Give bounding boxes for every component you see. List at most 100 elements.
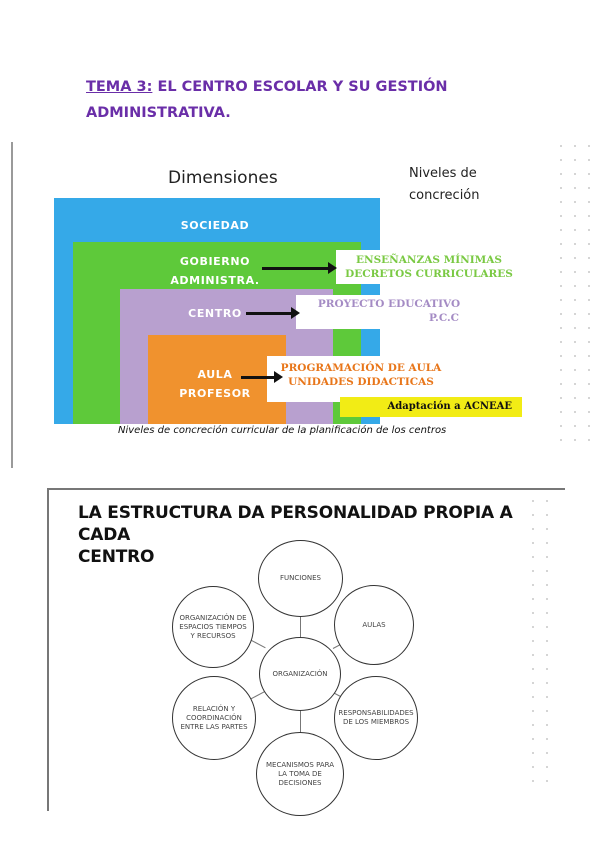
decorative-dot xyxy=(546,780,548,782)
decorative-dot xyxy=(574,355,576,357)
title-text: EL CENTRO ESCOLAR Y SU GESTIÓN xyxy=(152,79,448,95)
decorative-dot xyxy=(574,243,576,245)
decorative-dot xyxy=(560,369,562,371)
decorative-dot xyxy=(588,411,590,413)
decorative-dot xyxy=(546,640,548,642)
decorative-dot xyxy=(532,710,534,712)
node-funciones: FUNCIONES xyxy=(258,540,343,617)
decorative-dot xyxy=(560,229,562,231)
decorative-dot xyxy=(546,654,548,656)
level-ensenanzas-box: ENSEÑANZAS MÍNIMAS DECRETOS CURRICULARES xyxy=(336,250,522,284)
node-aulas: AULAS xyxy=(334,585,414,665)
decorative-dot xyxy=(588,355,590,357)
acneae-adaptation-label: Adaptación a ACNEAE xyxy=(340,397,522,417)
decorative-dot xyxy=(532,528,534,530)
decorative-dot xyxy=(574,369,576,371)
decorative-dot xyxy=(532,696,534,698)
decorative-dot xyxy=(532,626,534,628)
decorative-dot xyxy=(560,411,562,413)
decorative-dot xyxy=(588,173,590,175)
slide2-title: LA ESTRUCTURA DA PERSONALIDAD PROPIA A C… xyxy=(78,502,558,568)
decorative-dot xyxy=(560,257,562,259)
slide-edge xyxy=(11,142,13,468)
slide2-title-line1: LA ESTRUCTURA DA PERSONALIDAD PROPIA A C… xyxy=(78,503,513,545)
decorative-dot xyxy=(532,584,534,586)
dimension-centro-label: CENTRO xyxy=(188,307,242,320)
dimension-aula-line2: PROFESOR xyxy=(179,387,251,400)
decorative-dot xyxy=(574,257,576,259)
decorative-dot xyxy=(560,187,562,189)
decorative-dot xyxy=(574,159,576,161)
decorative-dot xyxy=(574,383,576,385)
decorative-dot xyxy=(588,425,590,427)
decorative-dot xyxy=(588,229,590,231)
node-relacion: RELACIÓN Y COORDINACIÓN ENTRE LAS PARTES xyxy=(172,676,256,760)
decorative-dot xyxy=(588,397,590,399)
decorative-dot xyxy=(574,439,576,441)
levels-heading: Niveles de concreción xyxy=(409,163,499,207)
decorative-dot xyxy=(588,341,590,343)
decorative-dot xyxy=(532,500,534,502)
decorative-dot xyxy=(546,556,548,558)
level-proyecto-line2: P.C.C xyxy=(429,312,459,324)
decorative-dot xyxy=(588,327,590,329)
decorative-dot xyxy=(560,299,562,301)
decorative-dot xyxy=(588,369,590,371)
decorative-dot xyxy=(546,668,548,670)
decorative-dot xyxy=(546,710,548,712)
dimension-aula-line1: AULA xyxy=(197,368,233,381)
decorative-dot xyxy=(532,724,534,726)
decorative-dot xyxy=(574,425,576,427)
decorative-dot xyxy=(532,570,534,572)
levels-heading-line2: concreción xyxy=(409,188,480,203)
decorative-dot xyxy=(588,257,590,259)
decorative-dot xyxy=(574,187,576,189)
decorative-dot xyxy=(574,313,576,315)
decorative-dot xyxy=(532,598,534,600)
decorative-dot xyxy=(532,766,534,768)
level-ensenanzas-line2: DECRETOS CURRICULARES xyxy=(345,268,513,280)
levels-heading-line1: Niveles de xyxy=(409,166,477,181)
dimension-gobierno-label: GOBIERNO ADMINISTRA. xyxy=(160,252,270,290)
decorative-dot xyxy=(532,542,534,544)
level-proyecto-line1: PROYECTO EDUCATIVO xyxy=(317,298,461,310)
decorative-dot xyxy=(588,159,590,161)
decorative-dot xyxy=(532,780,534,782)
decorative-dot xyxy=(574,327,576,329)
decorative-dot xyxy=(574,271,576,273)
level-proyecto-box: PROYECTO EDUCATIVO P.C.C xyxy=(296,295,482,329)
decorative-dot xyxy=(546,612,548,614)
decorative-dot xyxy=(546,752,548,754)
connector-line xyxy=(300,709,301,736)
decorative-dot xyxy=(588,299,590,301)
connector-line xyxy=(300,615,301,639)
decorative-dot xyxy=(574,341,576,343)
decorative-dot xyxy=(588,145,590,147)
node-mecanismos: MECANISMOS PARA LA TOMA DE DECISIONES xyxy=(256,732,344,816)
decorative-dot xyxy=(574,411,576,413)
decorative-dot xyxy=(532,514,534,516)
decorative-dot xyxy=(560,145,562,147)
decorative-dot xyxy=(588,215,590,217)
decorative-dot xyxy=(532,612,534,614)
dimension-gobierno-line2: ADMINISTRA. xyxy=(170,274,260,287)
decorative-dot xyxy=(546,724,548,726)
decorative-dot xyxy=(588,313,590,315)
decorative-dot xyxy=(532,682,534,684)
decorative-dot xyxy=(546,514,548,516)
decorative-dot xyxy=(588,383,590,385)
node-organizacion-espacios: ORGANIZACIÓN DE ESPACIOS TIEMPOS Y RECUR… xyxy=(172,586,254,668)
arrow-right-icon xyxy=(241,371,283,383)
decorative-dot xyxy=(588,285,590,287)
decorative-dot xyxy=(560,285,562,287)
decorative-dot xyxy=(532,654,534,656)
decorative-dot xyxy=(574,299,576,301)
decorative-dot xyxy=(560,425,562,427)
dimension-sociedad-label: SOCIEDAD xyxy=(180,219,250,232)
decorative-dot xyxy=(560,341,562,343)
decorative-dot xyxy=(546,738,548,740)
decorative-dot xyxy=(546,682,548,684)
title-text-line2: ADMINISTRATIVA. xyxy=(86,105,231,121)
decorative-dot xyxy=(560,355,562,357)
level-programacion-line1: PROGRAMACIÓN DE AULA xyxy=(280,362,442,374)
